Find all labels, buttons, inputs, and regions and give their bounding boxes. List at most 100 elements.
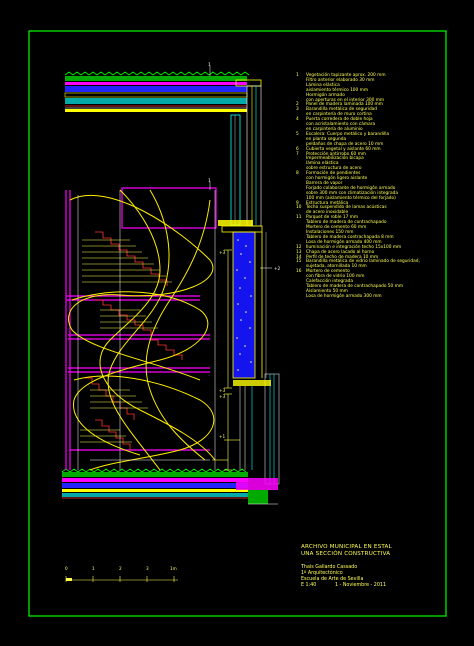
- legend-item-text: Cubierta vegetal y aislante 60 mm: [306, 146, 381, 152]
- legend-item-text: Instalaciones 150 mm: [306, 230, 354, 235]
- scale-bar: [65, 576, 178, 582]
- legend-item-text: con acristalamiento con cámara: [306, 122, 376, 128]
- legend-item-number: 1: [296, 73, 299, 78]
- legend-item: Calefacción integrada: [296, 279, 468, 285]
- callout-mid: 1: [208, 178, 211, 184]
- level-label-1: +3: [219, 250, 226, 255]
- legend-item-text: Mortero de cemento: [306, 269, 350, 275]
- legend-item: Losa de hormigón armado 300 mm: [296, 294, 468, 300]
- legend-item-number: 12: [296, 244, 302, 250]
- legend-item: en carpintería de muro cortina: [296, 112, 468, 118]
- legend-item: 5 Escalera: Cuerpo metálico y barandilla: [296, 131, 468, 138]
- scale-label: 2: [119, 566, 122, 571]
- legend-item-text: Panel de madera laminada 100 mm: [306, 102, 383, 108]
- legend-item-number: 15: [296, 259, 302, 265]
- legend-item-number: 8: [296, 171, 299, 177]
- legend-item-text: sujetada, atornillada 10 mm: [306, 264, 367, 270]
- legend-item: 100 mm (aislamiento térmico del forjado): [296, 196, 468, 202]
- legend-item-text: Losa de hormigón armado 400 mm: [306, 239, 382, 245]
- legend-item: 8 Formación de pendientes: [296, 171, 468, 177]
- legend-item-text: Tablero de madera de contrachapado 50 mm: [306, 283, 404, 289]
- guide-lines: [77, 190, 216, 470]
- title-block: ARCHIVO MUNICIPAL EN ESTAL UNA SECCIÓN C…: [301, 544, 461, 589]
- legend-item-number: 10: [296, 205, 302, 211]
- legend-item: 1 Vegetación tapizante aprox. 200 mm: [296, 73, 468, 79]
- legend-item-text: Aislamiento 50 mm: [306, 288, 348, 294]
- legend-item-number: [296, 295, 306, 300]
- callout-top: 1: [208, 62, 211, 68]
- legend-item-text: peldaños de chapa de acero 10 mm: [306, 141, 384, 147]
- legend-item-text: Iluminación e integración techo 15x100 m…: [306, 244, 402, 250]
- legend-item-text: aislamiento térmico 100 mm: [306, 87, 369, 93]
- legend-item: con hormigón ligero aislante: [296, 176, 468, 182]
- curtain-wall: [218, 114, 253, 226]
- legend-item: sobre 300 mm con climatización integrada: [296, 191, 468, 197]
- legend-item: Aislamiento 50 mm: [296, 288, 468, 295]
- legend-item: en planta segunda: [296, 136, 468, 143]
- level-label-3: +3: [219, 394, 226, 399]
- legend-item: 4 Puerta corredera de doble hoja: [296, 117, 468, 123]
- legend-item-number: 11: [296, 215, 302, 221]
- legend-item: lámina elástica: [296, 161, 468, 167]
- legend-item-text: en carpintería de aluminio: [306, 126, 363, 132]
- legend-item-text: lámina elástica: [306, 161, 339, 167]
- roof-slab: [64, 71, 250, 112]
- sheet-border: [28, 30, 447, 617]
- legend-item: Forjado colaborante de hormigón armado: [296, 185, 468, 192]
- stair-treads: [80, 239, 172, 443]
- legend-item: peldaños de chapa de acero 10 mm: [296, 141, 468, 148]
- stair-landings: [65, 187, 217, 470]
- legend-item-text: Vegetación tapizante aprox. 200 mm: [306, 73, 386, 78]
- drawing-scale: E 1:40: [301, 583, 317, 589]
- scale-bar-labels: 0 1 2 3 1m: [60, 566, 190, 576]
- legend-item: Hormigón armado: [296, 93, 468, 99]
- legend-item-text: Chapa de acero lacado al horno: [306, 249, 375, 255]
- legend-item-text: Escalera: Cuerpo metálico y barandilla: [306, 131, 390, 137]
- legend-item: con acristalamiento con cámara: [296, 122, 468, 128]
- legend-item: en carpintería de aluminio: [296, 126, 468, 133]
- legend-item: aislamiento térmico 100 mm: [296, 87, 468, 94]
- legend-item-text: con aperturas en el interior 300 mm: [306, 97, 385, 103]
- school: Escuela de Arte de Sevilla: [301, 577, 364, 583]
- legend-item-text: con hormigón ligero aislante: [306, 176, 368, 182]
- legend-item-number: 9: [296, 200, 299, 206]
- legend-item-text: en planta segunda: [306, 136, 347, 142]
- legend-item: 12 Iluminación e integración techo 15x100…: [296, 244, 468, 251]
- legend-item-number: 3: [296, 107, 299, 113]
- scale-label: 0: [65, 566, 68, 571]
- legend-item: Barrera de vapor: [296, 181, 468, 187]
- legend-item-text: Protección antirrobo 60 mm: [306, 151, 366, 157]
- legend-item: Instalaciones 150 mm: [296, 230, 468, 236]
- legend-item-text: Forjado colaborante de hormigón armado: [306, 185, 396, 191]
- legend-item: 7 Protección antirrobo 60 mm: [296, 151, 468, 158]
- legend-item-text: Puerta corredera de doble hoja: [306, 117, 373, 123]
- title-line-1: ARCHIVO MUNICIPAL EN ESTAL: [301, 544, 392, 550]
- legend-item: 13 Chapa de acero lacado al horno: [296, 249, 468, 256]
- legend-item: Tablero de madera contrachapada 8 mm: [296, 234, 468, 241]
- legend-item-text: Barandilla metálica de vidrio laminado d…: [306, 259, 420, 265]
- legend-item-text: Formación de pendientes: [306, 171, 361, 177]
- legend-item-number: 4: [296, 117, 299, 123]
- legend-item-number: 13: [296, 249, 302, 255]
- stair-helix-curves: [68, 189, 216, 471]
- level-label-5: +2: [274, 266, 281, 271]
- legend-item-text: Tablero de madera contrachapada 8 mm: [306, 234, 394, 240]
- legend-item: con aperturas en el interior 300 mm: [296, 97, 468, 104]
- legend-item-number: 5: [296, 131, 299, 137]
- legend-item: 11 Parquet de roble 17 mm: [296, 215, 468, 221]
- author: Thais Gallardo Cassado: [301, 565, 358, 571]
- stair-steps: [85, 231, 183, 450]
- legend-item-number: 7: [296, 151, 299, 157]
- legend-item-text: con fibra de vidrio 100 mm: [306, 274, 365, 280]
- legend-item-text: Parquet de roble 17 mm: [306, 215, 359, 221]
- course: 1º Arquitectónico: [301, 571, 343, 577]
- legend-item: Mortero de cemento 60 mm: [296, 225, 468, 231]
- legend-item-text: en carpintería de muro cortina: [306, 112, 372, 118]
- legend-item: de acero inoxidable: [296, 210, 468, 216]
